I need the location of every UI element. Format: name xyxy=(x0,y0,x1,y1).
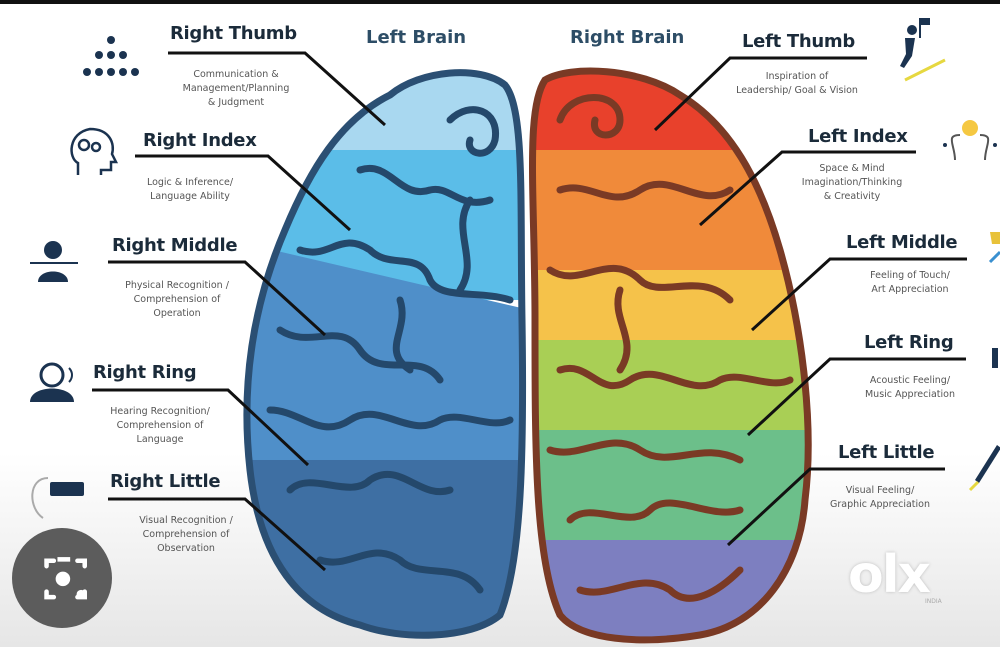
top-bar xyxy=(0,0,1000,4)
camera-eye-icon xyxy=(31,477,84,519)
label-desc-left-little: Visual Feeling/ Graphic Appreciation xyxy=(829,485,931,510)
label-title-left-ring: Left Ring xyxy=(864,332,954,353)
label-desc-right-middle: Physical Recognition / Comprehension of … xyxy=(125,280,229,319)
climber-flag-icon xyxy=(900,18,946,82)
label-desc-right-thumb: Communication & Management/Planning & Ju… xyxy=(182,69,290,108)
label-title-left-little: Left Little xyxy=(838,442,935,463)
label-desc-left-index: Space & Mind Imagination/Thinking & Crea… xyxy=(801,163,903,202)
right-brain-header: Right Brain xyxy=(570,27,685,48)
hierarchy-people-icon xyxy=(83,36,139,76)
lightbulb-head-icon xyxy=(943,120,997,161)
art-icon xyxy=(988,232,1000,264)
right-hemisphere xyxy=(532,71,809,640)
label-title-left-index: Left Index xyxy=(808,126,908,147)
label-title-left-thumb: Left Thumb xyxy=(742,31,855,52)
label-title-right-middle: Right Middle xyxy=(112,235,238,256)
label-title-left-middle: Left Middle xyxy=(846,232,958,253)
label-desc-left-thumb: Inspiration of Leadership/ Goal & Vision xyxy=(736,71,858,96)
head-gears-icon xyxy=(70,127,119,175)
label-desc-right-little: Visual Recognition / Comprehension of Ob… xyxy=(139,515,233,554)
pen-icon xyxy=(968,445,1000,492)
left-brain-header: Left Brain xyxy=(366,27,467,48)
music-icon xyxy=(992,348,998,368)
label-desc-right-index: Logic & Inference/ Language Ability xyxy=(146,177,234,202)
label-title-right-index: Right Index xyxy=(143,130,257,151)
person-scan-icon xyxy=(30,241,78,282)
right-gyri xyxy=(529,67,812,644)
label-title-right-ring: Right Ring xyxy=(93,362,197,383)
left-gyri xyxy=(243,69,527,639)
label-desc-right-ring: Hearing Recognition/ Comprehension of La… xyxy=(110,406,210,445)
label-desc-left-middle: Feeling of Touch/ Art Appreciation xyxy=(870,270,950,295)
lens-camera-icon xyxy=(44,557,87,600)
label-title-right-thumb: Right Thumb xyxy=(170,23,297,44)
olx-watermark-sub: INDIA xyxy=(925,598,942,605)
label-title-right-little: Right Little xyxy=(110,471,221,492)
pointer-lines xyxy=(92,51,967,572)
olx-watermark-logo: olx xyxy=(848,545,931,605)
person-hearing-icon xyxy=(30,362,74,402)
label-desc-left-ring: Acoustic Feeling/ Music Appreciation xyxy=(864,375,956,400)
lens-search-button[interactable] xyxy=(12,528,112,628)
